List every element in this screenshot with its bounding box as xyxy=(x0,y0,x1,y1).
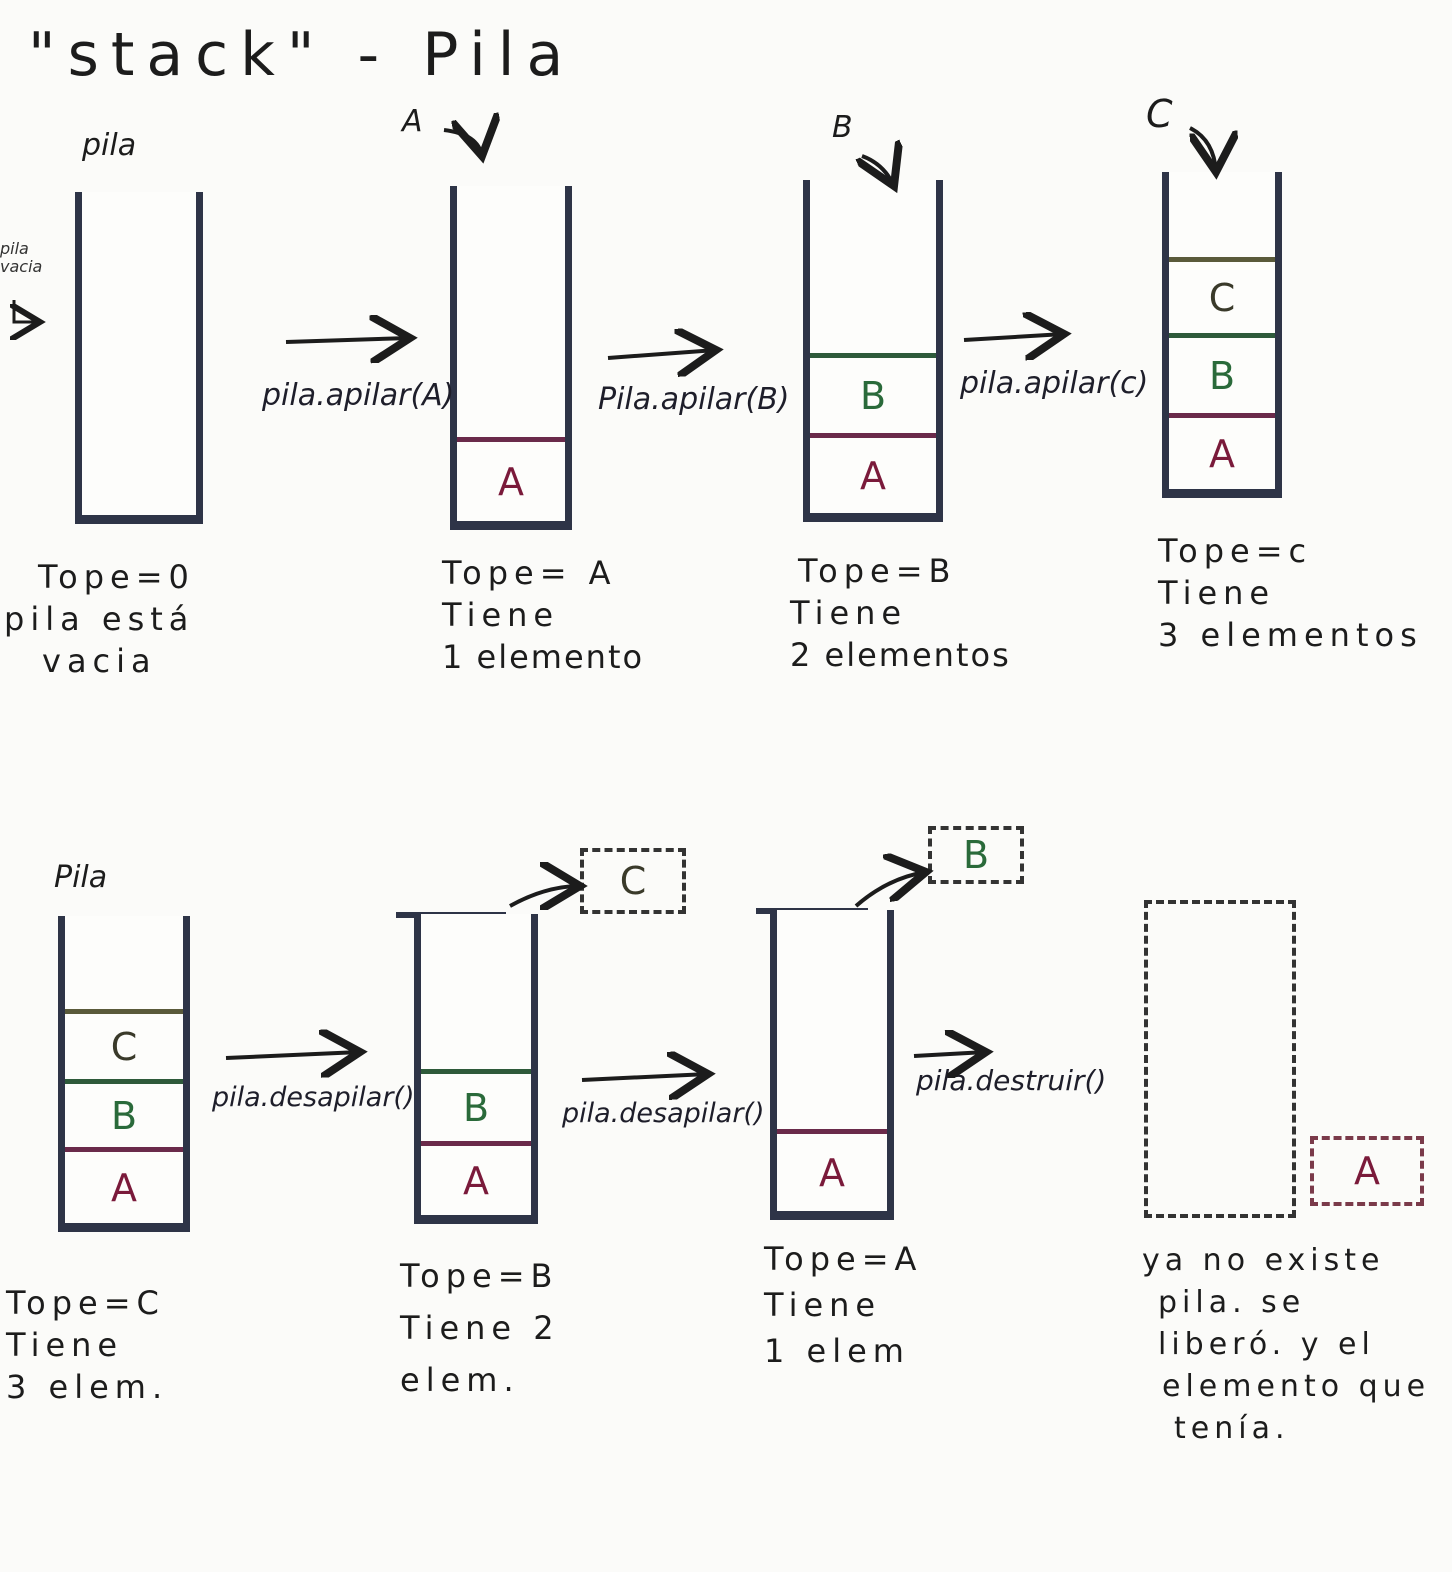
note-stack-4: Tope=c Tiene 3 elementos xyxy=(1158,530,1423,656)
bnote-stack-2-line-3: elem. xyxy=(400,1361,520,1399)
bnote-stack-1-line-1: Tope=C xyxy=(6,1284,165,1322)
note-stack-4-line-3: 3 elementos xyxy=(1158,616,1423,654)
stack-4-cell-c: C xyxy=(1169,257,1275,333)
bstack-2-cell-b: B xyxy=(421,1069,531,1141)
note-stack-4-line-2: Tiene xyxy=(1158,574,1276,612)
popped-b: B xyxy=(928,826,1024,884)
stack-1-empty xyxy=(75,192,203,524)
op-push-c: pila.apilar(c) xyxy=(960,366,1149,401)
bnote-destroyed-line-1: ya no existe xyxy=(1142,1243,1385,1278)
note-stack-2-line-1: Tope= A xyxy=(442,554,617,592)
stack-4-cell-a: A xyxy=(1169,413,1275,489)
bnote-stack-3-line-3: 1 elem xyxy=(764,1332,910,1370)
op-pop-1: pila.desapilar() xyxy=(212,1082,415,1113)
push-label-c: C xyxy=(1146,92,1173,136)
bnote-destroyed-line-5: tenía. xyxy=(1174,1411,1290,1446)
arrow-pop-2 xyxy=(581,1074,708,1080)
bottom-stack-label: Pila xyxy=(54,860,108,895)
stack-4: A B C xyxy=(1162,172,1282,498)
stack-3-cell-b: B xyxy=(810,353,936,433)
bstack-1-cell-a: A xyxy=(65,1147,183,1223)
bstack-2-cell-a: A xyxy=(421,1141,531,1215)
bnote-stack-3: Tope=A Tiene 1 elem xyxy=(764,1236,922,1374)
note-stack-3: Tope=B Tiene 2 elementos xyxy=(790,550,1011,676)
arrow-c-into-stack xyxy=(1189,126,1216,172)
arrow-empty-pointer xyxy=(14,300,40,322)
arrow-b-out xyxy=(854,872,926,908)
stack-side-note: pila vacia xyxy=(0,239,43,276)
bnote-stack-1-line-2: Tiene xyxy=(6,1326,124,1364)
bstack-1-cell-c: C xyxy=(65,1009,183,1079)
destroyed-stack-outline xyxy=(1144,900,1296,1218)
page-title: "stack" - Pila xyxy=(28,20,576,90)
bnote-stack-1: Tope=C Tiene 3 elem. xyxy=(6,1282,168,1408)
op-pop-2: pila.desapilar() xyxy=(562,1098,765,1129)
note-stack-4-line-1: Tope=c xyxy=(1158,532,1313,570)
note-stack-3-line-2: Tiene xyxy=(790,594,908,632)
bnote-stack-2: Tope=B Tiene 2 elem. xyxy=(400,1250,560,1406)
note-stack-2: Tope= A Tiene 1 elemento xyxy=(442,552,644,678)
arrow-destroy xyxy=(913,1052,986,1056)
stack-2: A xyxy=(450,186,572,530)
popped-c: C xyxy=(580,848,686,914)
bstack-1-cell-b: B xyxy=(65,1079,183,1147)
stack-4-cell-b: B xyxy=(1169,333,1275,413)
note-stack-1-line-1: Tope=0 xyxy=(38,558,195,596)
arrow-pop-1 xyxy=(225,1052,360,1058)
bnote-stack-1-line-3: 3 elem. xyxy=(6,1368,169,1406)
note-stack-1-line-2: pila está xyxy=(4,600,195,638)
note-stack-3-line-1: Tope=B xyxy=(798,552,957,590)
bnote-destroyed-line-4: elemento que xyxy=(1162,1369,1431,1404)
push-label-a: A xyxy=(402,104,423,139)
arrow-push-b xyxy=(607,350,716,358)
note-stack-1-line-3: vacia xyxy=(42,642,157,680)
bnote-destroyed-line-3: liberó. y el xyxy=(1158,1327,1375,1362)
bstack-2: A B xyxy=(414,914,538,1224)
arrow-push-a xyxy=(285,338,410,342)
push-label-b: B xyxy=(832,110,853,145)
bnote-destroyed-line-2: pila. se xyxy=(1158,1285,1306,1320)
arrow-b-into-stack xyxy=(862,156,894,186)
op-push-a: pila.apilar(A) xyxy=(262,378,455,413)
bstack-3: A xyxy=(770,910,894,1220)
arrow-a-into-stack xyxy=(443,130,482,156)
stack-2-cell-a: A xyxy=(457,437,565,521)
bnote-stack-3-line-2: Tiene xyxy=(764,1286,882,1324)
op-push-b: Pila.apilar(B) xyxy=(598,382,790,417)
bstack-1: A B C xyxy=(58,916,190,1232)
arrow-push-c xyxy=(963,334,1064,340)
stack-3-cell-a: A xyxy=(810,433,936,513)
bnote-stack-3-line-1: Tope=A xyxy=(764,1240,923,1278)
bnote-stack-2-line-2: Tiene 2 xyxy=(400,1309,560,1347)
bnote-stack-2-line-1: Tope=B xyxy=(400,1257,559,1295)
note-stack-2-line-3: 1 elemento xyxy=(442,638,645,676)
freed-element-a: A xyxy=(1310,1136,1424,1206)
stack-label: pila xyxy=(82,128,137,163)
note-stack-2-line-2: Tiene xyxy=(442,596,560,634)
note-stack-3-line-3: 2 elementos xyxy=(790,636,1011,674)
bstack-3-cell-a: A xyxy=(777,1129,887,1211)
bnote-destroyed: ya no existe pila. se liberó. y el eleme… xyxy=(1142,1240,1430,1450)
note-stack-1: Tope=0 pila está vacia xyxy=(4,556,195,682)
arrow-c-out xyxy=(509,886,580,906)
stack-3: A B xyxy=(803,180,943,522)
